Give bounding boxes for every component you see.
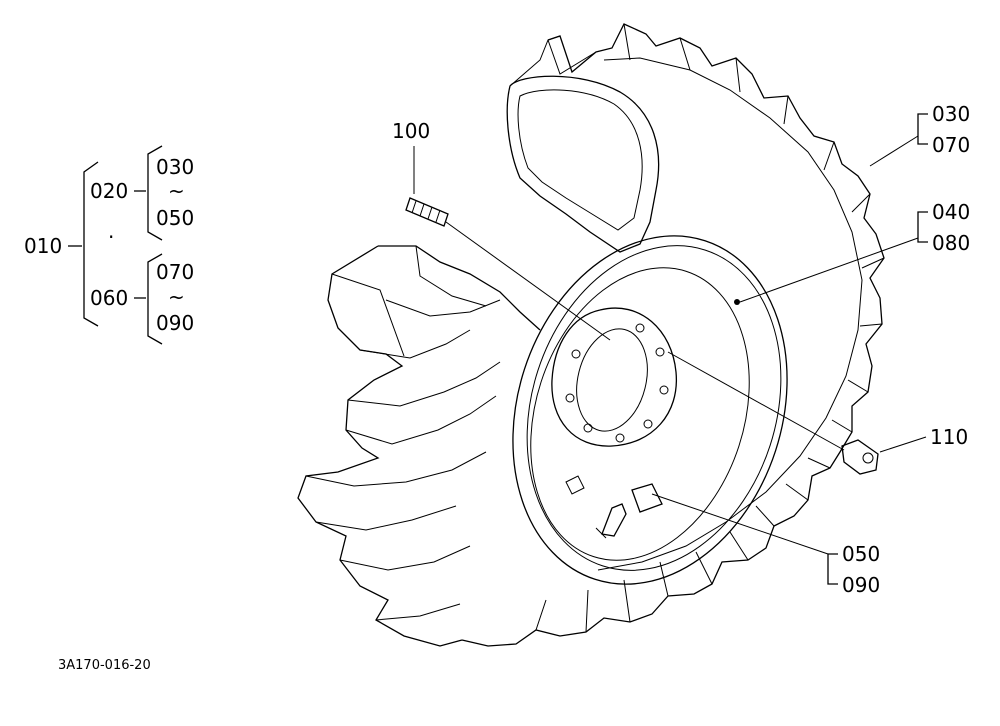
callout-tire-b: 070 [932,133,970,157]
callout-stud: 100 [392,119,430,143]
callout-nut: 110 [930,425,968,449]
callout-rim-b: 080 [932,231,970,255]
tree-upper-from-label: 030 [156,155,194,179]
callout-valve-b: 090 [842,573,880,597]
rim-drawing [512,235,788,585]
stud-part [405,197,611,341]
part-tree: 010 · 020 030 ~ 050 060 070 ~ 090 [24,145,194,345]
tree-lower-to-label: 090 [156,311,194,335]
callout-rim-a: 040 [932,200,970,224]
callout-tire-a: 030 [932,102,970,126]
tree-lower-range-symbol: ~ [168,285,185,309]
tree-branch-lower-label: 060 [90,286,128,310]
bolt-holes [565,323,669,443]
tree-separator: · [108,225,114,249]
tree-root-label: 010 [24,234,62,258]
nut-part [667,351,879,475]
drawing-code: 3A170-016-20 [58,658,151,673]
tire-drawing [297,23,885,647]
callout-valve-a: 050 [842,542,880,566]
tree-upper-to-label: 050 [156,206,194,230]
callouts: 100 030 070 040 080 110 050 090 [392,102,970,597]
tree-upper-range-symbol: ~ [168,179,185,203]
tree-branch-upper-label: 020 [90,179,128,203]
tree-lower-from-label: 070 [156,260,194,284]
